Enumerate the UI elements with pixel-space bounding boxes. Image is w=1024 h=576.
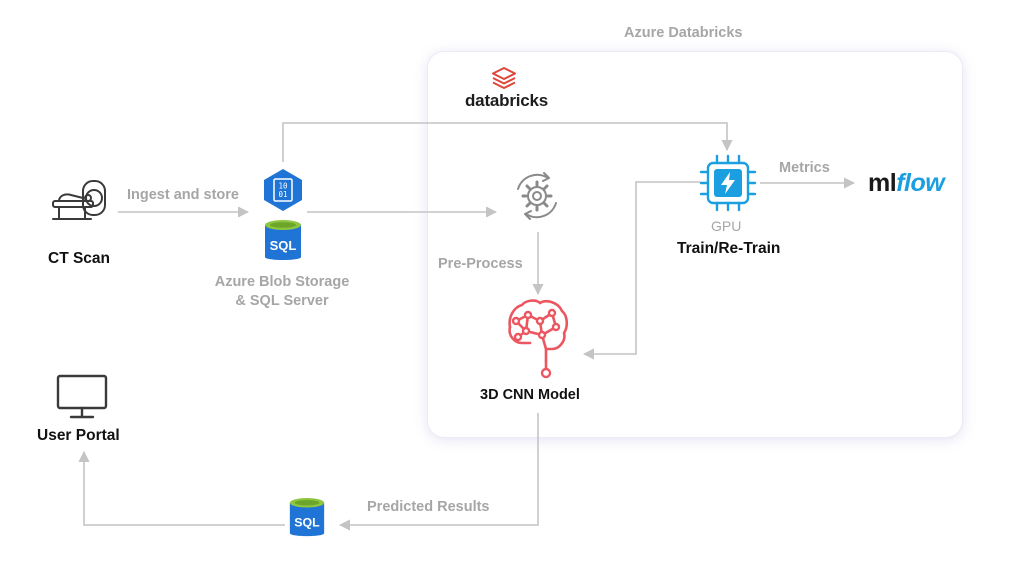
user-portal-label: User Portal (37, 427, 120, 444)
train-retrain-label: Train/Re-Train (677, 240, 781, 257)
sql-database-icon: SQL (265, 220, 301, 260)
mlflow-logo: mlflow (868, 169, 945, 197)
ct-scan-label: CT Scan (48, 250, 111, 267)
results-sql-text: SQL (294, 516, 320, 530)
databricks-icon (492, 67, 516, 89)
gear-icon (517, 172, 557, 220)
monitor-icon (56, 374, 108, 419)
azure-blob-icon: 10 01 (264, 169, 302, 211)
azure-databricks-panel (428, 52, 962, 437)
gpu-chip-icon (699, 154, 757, 212)
mlflow-flow-text: flow (896, 169, 945, 197)
brain-network-icon (508, 299, 569, 379)
blob-storage-label: Azure Blob Storage & SQL Server (200, 273, 364, 311)
blob-storage-label-line2: & SQL Server (235, 293, 329, 309)
mlflow-ml-text: ml (868, 169, 897, 197)
cnn-to-results-arrow (338, 413, 539, 531)
databricks-wordmark: databricks (465, 91, 549, 110)
cnn-model-label: 3D CNN Model (480, 387, 580, 403)
blob-to-gpu-arrow (282, 122, 733, 162)
results-sql-database-icon: SQL (289, 498, 325, 537)
gpu-label: GPU (711, 218, 742, 234)
metrics-label: Metrics (779, 160, 830, 176)
blob-icon-text-top: 10 (278, 182, 288, 191)
panel-title: Azure Databricks (624, 25, 743, 41)
results-to-portal-arrow (78, 450, 285, 526)
sql-text: SQL (270, 238, 297, 253)
predicted-results-label: Predicted Results (367, 499, 490, 515)
pre-process-label: Pre-Process (438, 256, 523, 272)
ingest-label: Ingest and store (127, 187, 239, 203)
blob-storage-label-line1: Azure Blob Storage (214, 274, 350, 290)
ct-scanner-icon (52, 180, 106, 220)
blob-icon-text-bottom: 01 (278, 190, 287, 199)
gpu-to-cnn-arrow (582, 181, 700, 360)
